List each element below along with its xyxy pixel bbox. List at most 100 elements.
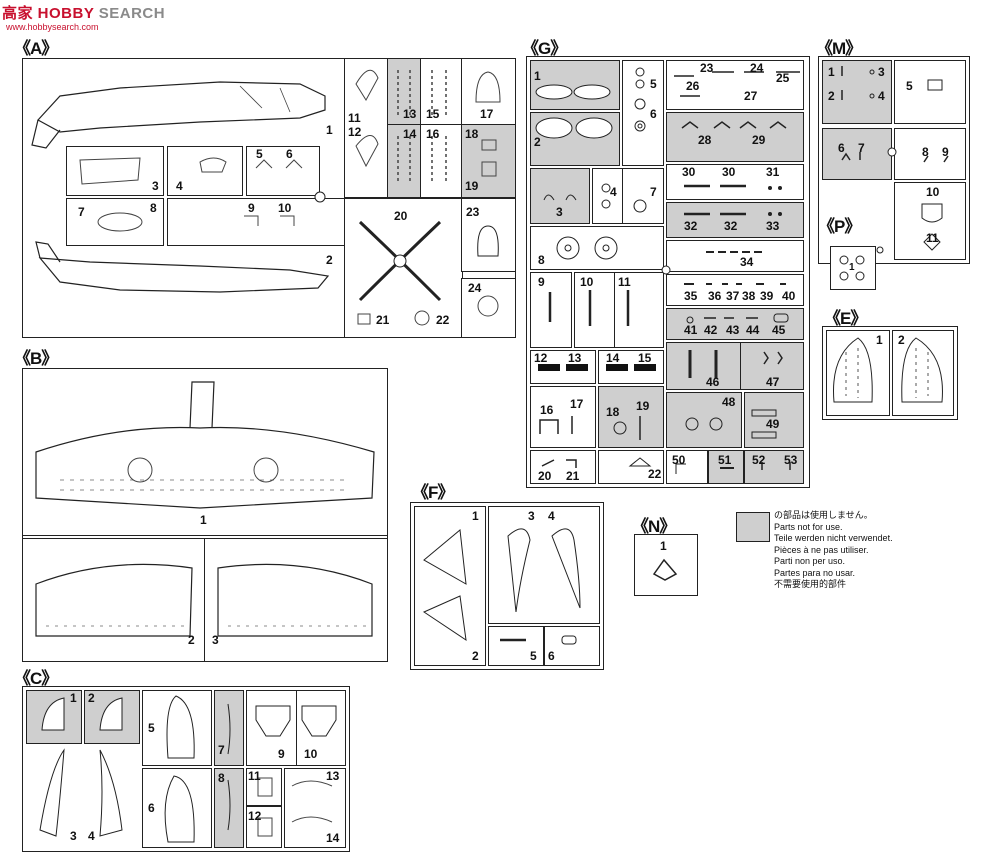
part-number-g45: 45 [772, 323, 786, 337]
part-number-m6: 6 [838, 141, 845, 155]
part-number-g28: 28 [698, 133, 712, 147]
part-number-g12: 12 [534, 351, 548, 365]
part-number-c10: 10 [304, 747, 318, 761]
sprue-label-p: 《P》 [818, 217, 861, 236]
part-number-g41: 41 [684, 323, 698, 337]
sprue-g-cell-11 [614, 272, 664, 348]
sprue-a-cell-5-6 [246, 146, 320, 196]
part-number-c11: 11 [248, 769, 261, 783]
sprue-g-cell-50 [666, 450, 708, 484]
part-number-c1: 1 [70, 691, 77, 705]
part-number-c3: 3 [70, 829, 77, 843]
legend-line-fr: Pièces à ne pas utiliser. [774, 544, 869, 555]
part-number-g6: 6 [650, 107, 657, 121]
part-number-a11: 11 [348, 111, 361, 125]
sprue-g-cell-46 [666, 342, 742, 390]
part-number-m2: 2 [828, 89, 835, 103]
sprue-g-cell-7 [622, 168, 664, 224]
sprue-a-cell-18-19 [461, 124, 516, 198]
part-number-g13: 13 [568, 351, 582, 365]
watermark-url: www.hobbysearch.com [6, 22, 99, 32]
part-number-g21: 21 [566, 469, 580, 483]
part-number-g5: 5 [650, 77, 657, 91]
part-number-g40: 40 [782, 289, 796, 303]
part-number-p1: 1 [849, 262, 855, 273]
part-number-a7: 7 [78, 205, 85, 219]
part-number-a18: 18 [465, 127, 479, 141]
part-number-a22: 22 [436, 313, 450, 327]
part-number-m3: 3 [878, 65, 885, 79]
part-number-f5: 5 [530, 649, 537, 663]
sprue-m-cell-1-4 [822, 60, 892, 124]
sprue-a-cell-9-10 [167, 198, 345, 246]
part-number-g51: 51 [718, 453, 732, 467]
part-number-c12: 12 [248, 809, 262, 823]
part-number-g32b: 32 [724, 219, 738, 233]
part-b3-upper-wing-right [217, 563, 373, 637]
part-number-f1: 1 [472, 509, 479, 523]
part-number-e1: 1 [876, 333, 883, 347]
part-number-g26: 26 [686, 79, 700, 93]
sprue-a-cell-11-12 [344, 58, 388, 198]
part-number-a24: 24 [468, 281, 482, 295]
part-number-m7: 7 [858, 141, 865, 155]
part-b2-upper-wing-left [35, 563, 193, 637]
part-number-b1: 1 [200, 513, 207, 527]
part-number-n1: 1 [660, 539, 667, 553]
legend-line-de: Teile werden nicht verwendet. [774, 533, 893, 543]
part-number-g19: 19 [636, 399, 650, 413]
sprue-a-cell-20 [344, 198, 463, 338]
sprue-a-cell-17 [461, 58, 516, 126]
sprue-g-cell-5-6 [622, 60, 664, 166]
sprue-label-g: 《G》 [522, 39, 567, 58]
part-number-g38: 38 [742, 289, 756, 303]
part-number-g27: 27 [744, 89, 758, 103]
sprue-c-cell-12 [246, 806, 282, 848]
part-number-g34: 34 [740, 255, 754, 269]
part-number-c7: 7 [218, 743, 225, 757]
part-number-f4: 4 [548, 509, 555, 523]
sprue-g-cell-1 [530, 60, 620, 110]
part-number-g43: 43 [726, 323, 740, 337]
part-number-m9: 9 [942, 145, 949, 159]
part-number-g50: 50 [672, 453, 686, 467]
part-number-g44: 44 [746, 323, 760, 337]
sprue-g-cell-47 [740, 342, 804, 390]
legend-swatch-not-for-use [736, 512, 770, 542]
part-number-a14: 14 [403, 127, 417, 141]
part-number-c6: 6 [148, 801, 155, 815]
sprue-g-cell-41-45 [666, 308, 804, 340]
part-a2-fuselage [38, 257, 330, 293]
sprue-g-cell-18-19 [598, 386, 664, 448]
sprue-m-cell-8-9 [894, 128, 966, 180]
part-number-g30b: 30 [722, 165, 736, 179]
sprue-f-cell-3-4 [488, 506, 600, 624]
sprue-g-cell-32-33 [666, 202, 804, 238]
part-a1-fuselage [37, 81, 326, 133]
part-number-a23: 23 [466, 205, 480, 219]
sprue-g-cell-16-17 [530, 386, 596, 448]
sprue-a-cell-3 [66, 146, 164, 196]
sprue-f-cell-5 [488, 626, 544, 666]
sprue-f-cell-1-2 [414, 506, 486, 666]
sprue-g-cell-10 [574, 272, 616, 348]
part-number-g49: 49 [766, 417, 780, 431]
part-number-c4: 4 [88, 829, 95, 843]
part-number-a1: 1 [326, 123, 333, 137]
sprue-label-e: 《E》 [824, 309, 867, 328]
sprue-g-cell-35-40 [666, 274, 804, 306]
sprue-m-cell-6-7 [822, 128, 892, 180]
sprue-label-b: 《B》 [14, 349, 58, 368]
sprue-g-cell-48 [666, 392, 742, 448]
part-number-g53: 53 [784, 453, 798, 467]
part-number-f6: 6 [548, 649, 555, 663]
logo-brand-red: 高家 HOBBY [2, 5, 95, 22]
part-number-g32a: 32 [684, 219, 698, 233]
part-number-g24: 24 [750, 61, 764, 75]
part-number-g33: 33 [766, 219, 780, 233]
part-number-g3: 3 [556, 205, 563, 219]
